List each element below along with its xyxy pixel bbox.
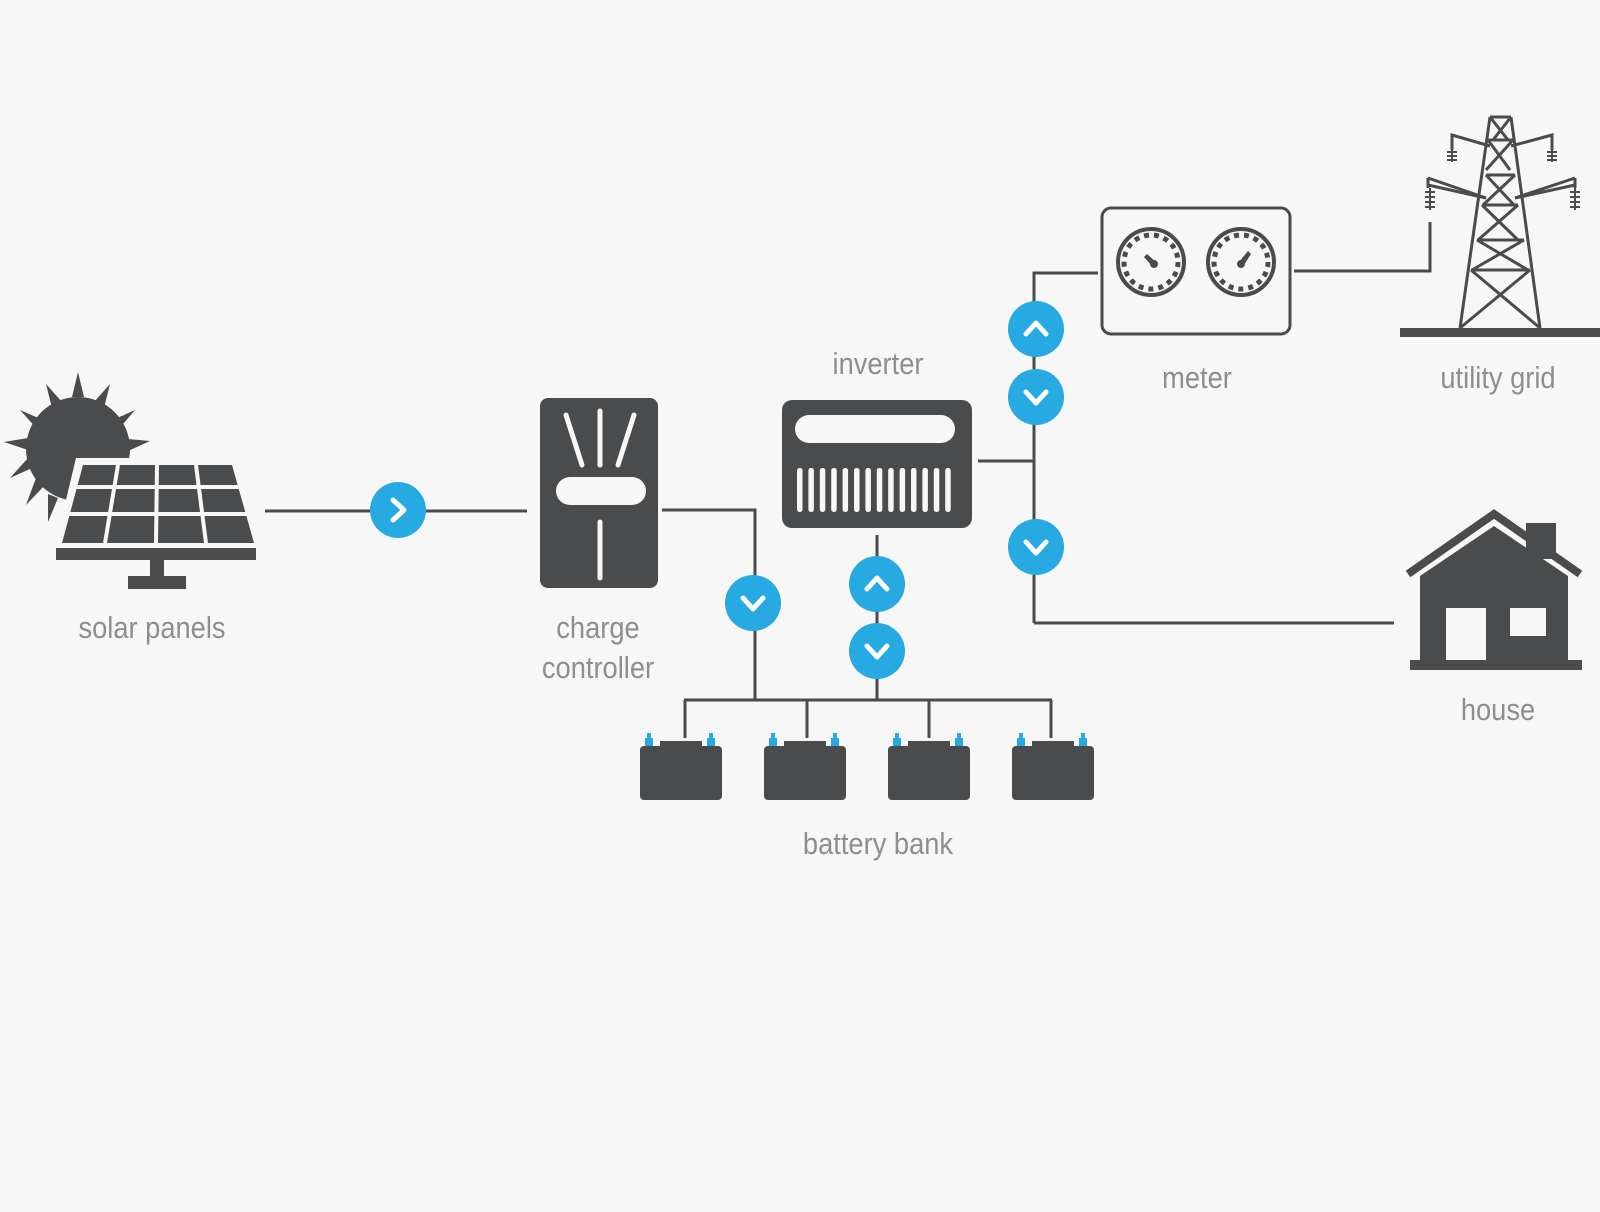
battery-terminal <box>645 738 653 746</box>
flow-arrow-up-icon <box>1008 301 1064 357</box>
battery-terminal <box>955 738 963 746</box>
battery-icon <box>764 733 846 800</box>
inverter-vent-slot <box>876 468 883 512</box>
battery-bank-label: battery bank <box>802 826 954 861</box>
battery-icon <box>640 733 722 800</box>
solar-panels-label: solar panels <box>78 610 226 645</box>
battery-terminal <box>831 738 839 746</box>
wire-to-meter <box>1032 271 1098 623</box>
charge-controller-label-line2: controller <box>541 650 655 685</box>
inverter-vent-slot <box>808 468 814 512</box>
battery-terminal <box>893 738 901 746</box>
inverter-vent-slot <box>797 468 803 512</box>
inverter-vent-slot <box>922 468 928 512</box>
inverter-vent-slot <box>831 468 837 512</box>
utility-grid-label: utility grid <box>1440 360 1556 395</box>
flow-arrow-down-icon <box>849 623 905 679</box>
meter-dial-right <box>1206 227 1276 297</box>
flow-arrow-down-icon <box>725 575 781 631</box>
inverter-label: inverter <box>832 346 924 381</box>
charge-controller-label-line1: charge <box>556 610 640 645</box>
house-icon <box>1405 509 1583 670</box>
inverter-vent-slot <box>888 468 894 512</box>
power-tower-icon <box>1400 115 1600 337</box>
inverter-vent-slot <box>945 468 951 512</box>
flow-arrow-up-icon <box>849 556 905 612</box>
flow-indicators <box>370 301 1064 679</box>
meter-dial-left <box>1116 227 1186 297</box>
inverter-vents <box>797 468 951 512</box>
inverter-vent-slot <box>854 468 860 512</box>
charge-controller-icon <box>540 398 658 588</box>
inverter-vent-slot <box>911 468 917 512</box>
inverter-vent-slot <box>865 468 871 512</box>
battery-terminal <box>1079 738 1087 746</box>
battery-icon <box>1012 733 1094 800</box>
battery-terminal <box>707 738 715 746</box>
meter-label: meter <box>1162 360 1232 395</box>
flow-arrow-down-icon <box>1008 519 1064 575</box>
inverter-vent-slot <box>899 468 906 512</box>
battery-terminal <box>1017 738 1025 746</box>
wire-controller-to-battery <box>662 508 757 700</box>
inverter-icon <box>782 400 972 528</box>
wires <box>265 222 1432 738</box>
flow-arrow-right-icon <box>370 482 426 538</box>
battery-bank-icon <box>640 733 1094 800</box>
house-label: house <box>1460 692 1536 727</box>
flow-arrow-down-icon <box>1008 369 1064 425</box>
solar-panel-icon <box>4 372 262 589</box>
battery-icon <box>888 733 970 800</box>
meter-icon <box>1100 206 1292 336</box>
inverter-vent-slot <box>933 468 940 512</box>
inverter-vent-slot <box>842 468 849 512</box>
battery-terminal <box>769 738 777 746</box>
wire-meter-to-grid <box>1294 222 1432 273</box>
charge-controller-label: charge controller <box>542 608 654 688</box>
inverter-vent-slot <box>819 468 826 512</box>
